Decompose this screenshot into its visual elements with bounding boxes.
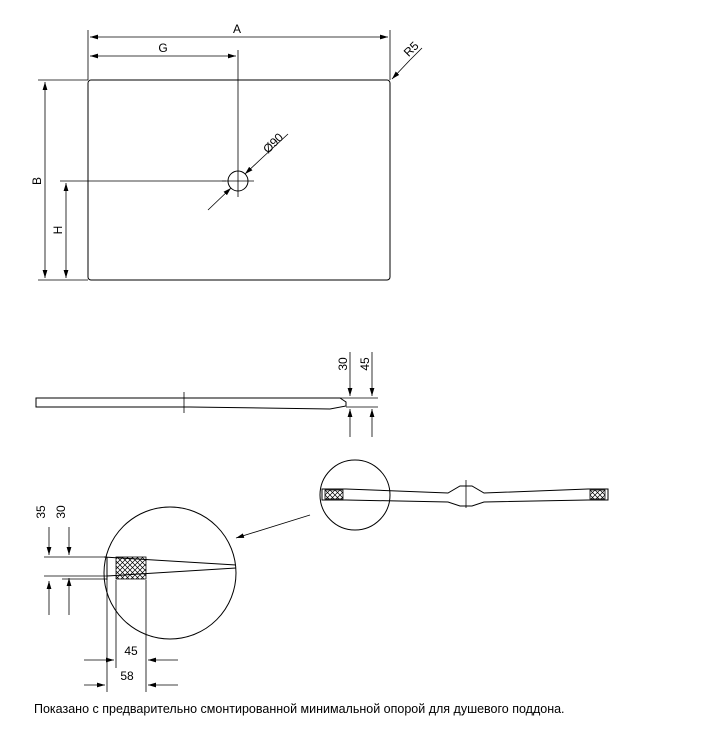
dim-45-detail-label: 45 (124, 644, 138, 658)
section-profile (321, 485, 609, 507)
tray-outline (87, 79, 391, 281)
caption-text: Показано с предварительно смонтированной… (34, 702, 565, 716)
dim-d90-label: Ø90 (260, 130, 286, 156)
dim-b-label: B (30, 177, 44, 185)
section-view (235, 459, 609, 539)
detail-circle-large (103, 506, 237, 640)
top-view: A G B H Ø90 R5 (30, 22, 423, 281)
dim-g-label: G (158, 41, 167, 55)
detail-arrow (235, 514, 311, 539)
technical-drawing: A G B H Ø90 R5 30 (30, 22, 609, 692)
dim-35-label: 35 (34, 505, 48, 519)
detail-circle-small (319, 459, 391, 531)
dim-r5-label: R5 (401, 39, 422, 60)
dim-h-label: H (51, 226, 65, 235)
tray-profile (35, 397, 347, 410)
side-view: 30 45 (35, 352, 378, 437)
support-left-small (324, 489, 344, 500)
detail-view: 35 30 45 58 (34, 505, 237, 692)
support-right-small (589, 489, 606, 500)
dim-line-d90 (207, 187, 232, 211)
dim-58-label: 58 (120, 669, 134, 683)
dim-30-side-label: 30 (336, 357, 350, 371)
dim-a-label: A (233, 22, 241, 36)
support-foot-detail (115, 556, 147, 580)
leader-r5 (391, 59, 411, 80)
dim-45-side-label: 45 (358, 357, 372, 371)
dim-30-detail-label: 30 (54, 505, 68, 519)
